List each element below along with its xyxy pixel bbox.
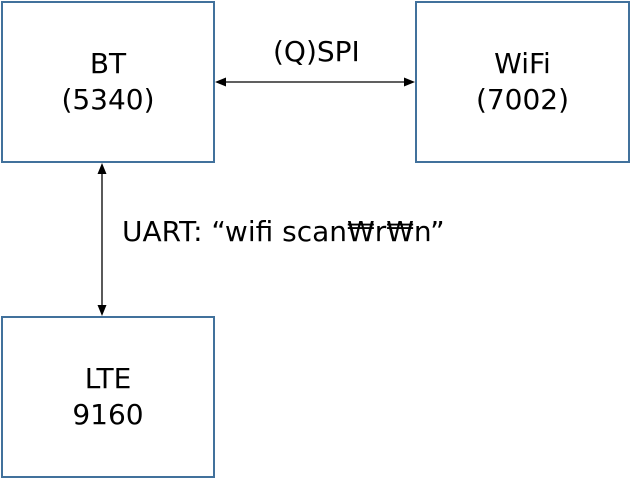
bt-lte-link-label: UART: “wifi scan₩r₩n” [122, 215, 445, 248]
bt-wifi-link-label: (Q)SPI [273, 35, 360, 68]
bt-lte-arrowhead-top [97, 163, 107, 174]
bt-node-part: (5340) [61, 83, 155, 116]
lte-node-part: 9160 [72, 398, 144, 431]
lte-node: LTE 9160 [1, 316, 215, 478]
bt-lte-arrowhead-bottom [97, 305, 107, 316]
bt-wifi-arrowhead-right [404, 77, 415, 87]
wifi-node-part: (7002) [475, 83, 570, 116]
bt-wifi-arrowhead-left [215, 77, 226, 87]
wifi-node-name: WiFi [494, 47, 551, 80]
lte-node-name: LTE [84, 362, 132, 395]
bt-node-name: BT [89, 47, 127, 80]
wifi-node: WiFi (7002) [415, 1, 630, 163]
bt-node: BT (5340) [1, 1, 215, 163]
